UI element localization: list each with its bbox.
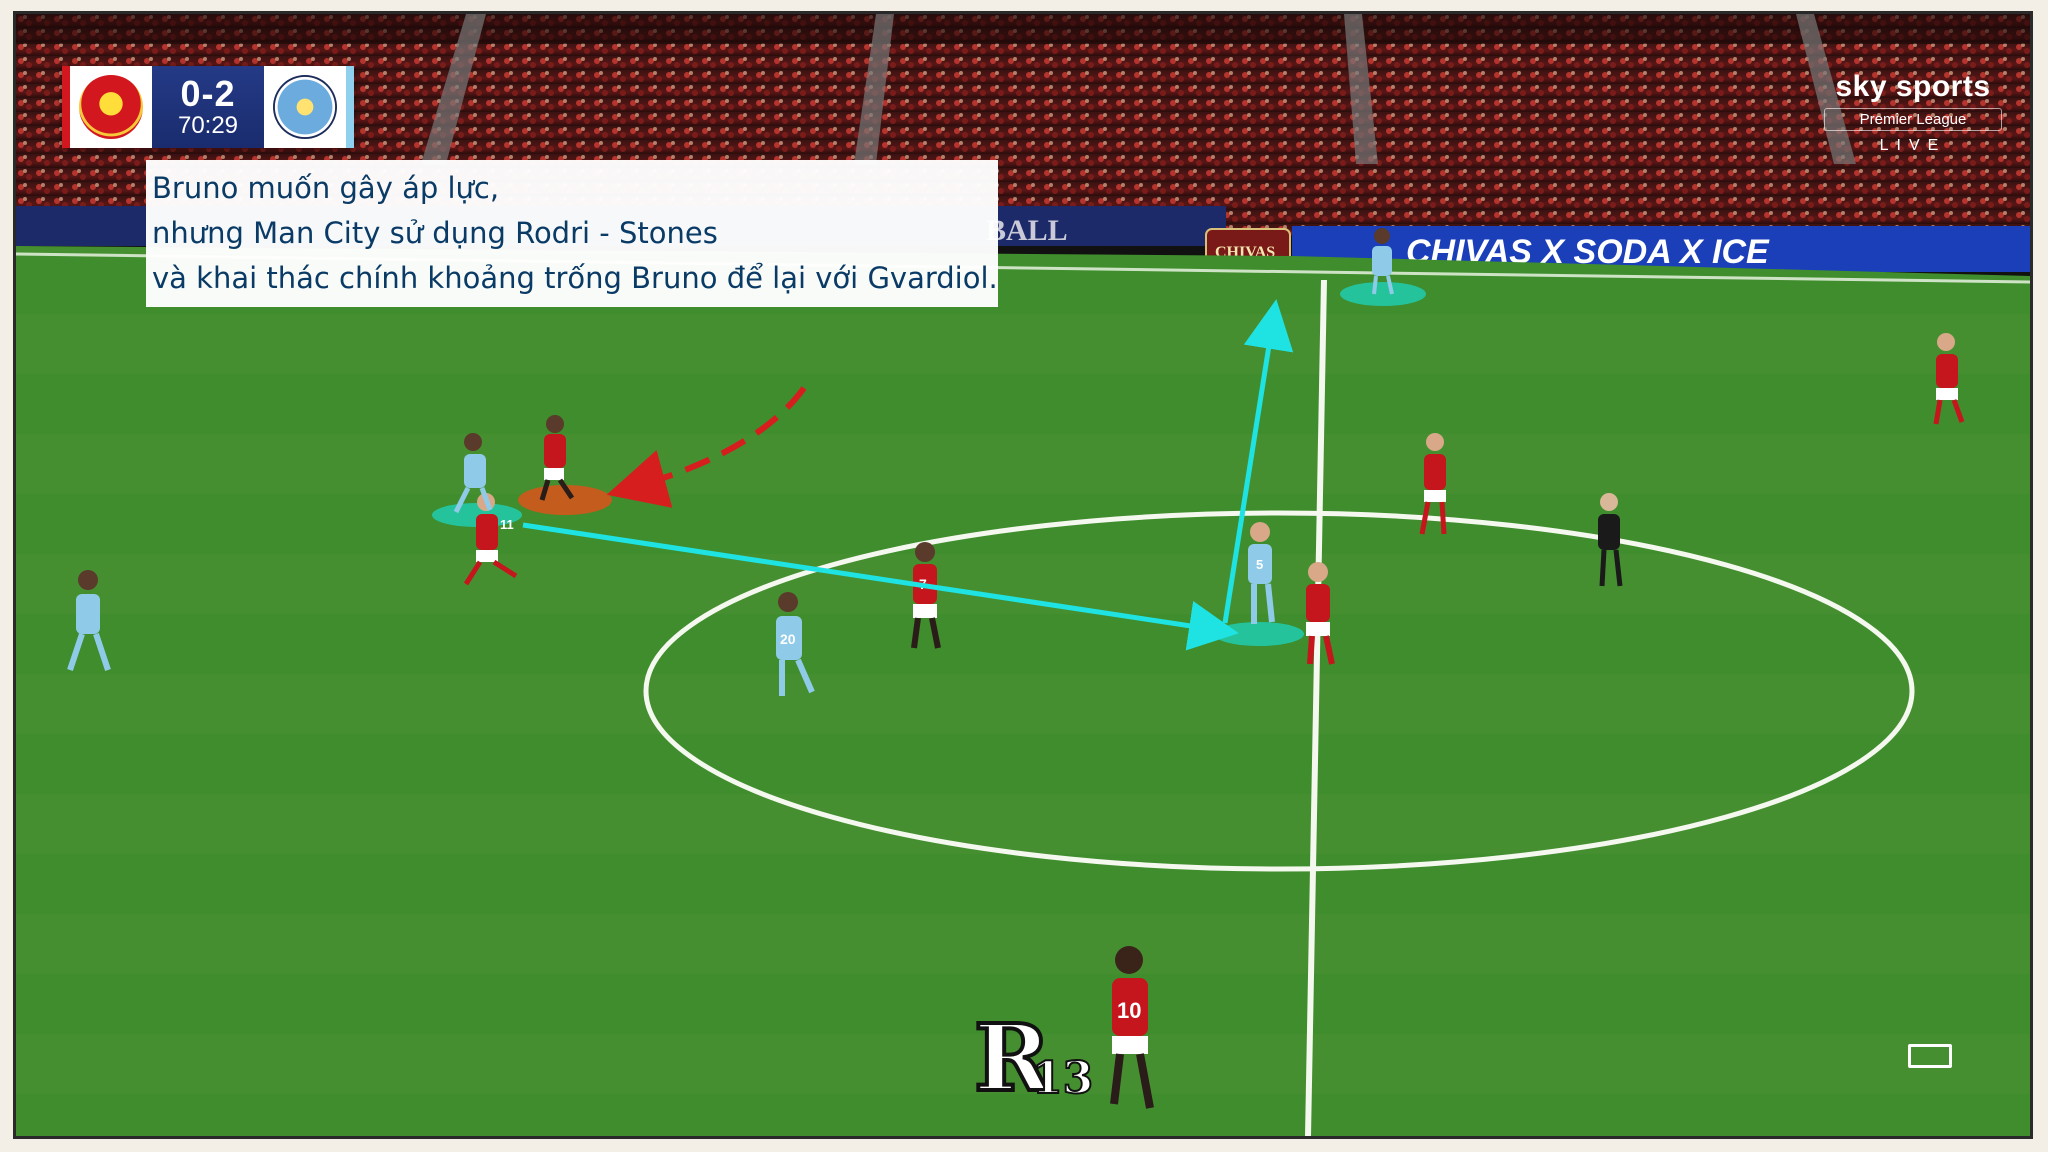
- broadcast-frame: BALL CHIVAS CHIVAS X SODA X ICE: [16, 14, 2030, 1136]
- player-city-20-number: 20: [780, 631, 796, 647]
- highlight-city-stones: [1214, 622, 1304, 646]
- stairway: [1344, 14, 1378, 164]
- player-united-centre: [1419, 433, 1447, 535]
- stairway: [1796, 14, 1856, 164]
- player-united-left: [463, 493, 518, 586]
- pitch-grass: [16, 246, 2030, 1136]
- away-crest-box: [264, 66, 354, 148]
- live-label: LIVE: [1879, 137, 1947, 154]
- stand-roof-shadow: [16, 14, 2030, 44]
- player-city-left: [67, 570, 111, 671]
- pass-arrow-gvardiol-to-stones: [522, 522, 1239, 651]
- watermark-letter: R: [972, 1004, 1052, 1112]
- analysis-caption: Bruno muốn gây áp lực, nhưng Man City sử…: [146, 160, 998, 307]
- player-united-right: [1933, 333, 1965, 425]
- player-united-10: 10: [1110, 946, 1154, 1109]
- highlight-city-top: [1340, 282, 1426, 306]
- watermark-number: 13: [1031, 1053, 1094, 1105]
- sky-sports-logo: sky sports Premier League LIVE: [1824, 70, 2002, 155]
- match-clock: 70:29: [177, 112, 239, 139]
- highlight-city-gvardiol: [432, 503, 522, 527]
- player-united-10-number: 10: [1117, 998, 1141, 1023]
- referee: [1598, 493, 1623, 587]
- press-arrow-bruno: [606, 386, 807, 508]
- caption-line: Bruno muốn gây áp lực,: [152, 171, 500, 205]
- sky-sports-brand: sky sports: [1835, 70, 1991, 103]
- player-city-20: 20: [776, 592, 815, 696]
- player-united-bruno: [539, 415, 575, 501]
- stairway: [421, 14, 486, 164]
- manchester-city-crest-icon: [273, 75, 337, 139]
- player-city-5-number: 5: [1256, 557, 1263, 572]
- player-united-near-stones: [1306, 562, 1335, 665]
- match-score: 0-2: [180, 73, 236, 114]
- player-city-11: 11: [453, 433, 514, 532]
- manchester-united-crest-icon: [79, 75, 143, 139]
- r13-watermark: R 13: [972, 1004, 1094, 1118]
- screen-icon: [1908, 1044, 1952, 1068]
- centre-circle: [643, 510, 1915, 872]
- scorebug: 0-2 70:29: [62, 66, 354, 148]
- caption-line: và khai thác chính khoảng trống Bruno để…: [152, 261, 998, 295]
- highlight-united-bruno: [518, 485, 612, 515]
- player-city-11-number: 11: [500, 517, 514, 532]
- stairway: [854, 14, 894, 164]
- pass-arrow-stones-forward: [1222, 299, 1294, 624]
- halfway-line: [1305, 279, 1327, 1136]
- home-crest-box: [62, 66, 152, 148]
- score-box: 0-2 70:29: [152, 66, 264, 148]
- ad-board-left-text: BALL: [986, 214, 1068, 247]
- caption-line: nhưng Man City sử dụng Rodri - Stones: [152, 216, 718, 250]
- player-city-5-stones: 5: [1248, 522, 1275, 624]
- player-city-top: [1372, 228, 1394, 295]
- premier-league-label: Premier League: [1824, 108, 2002, 131]
